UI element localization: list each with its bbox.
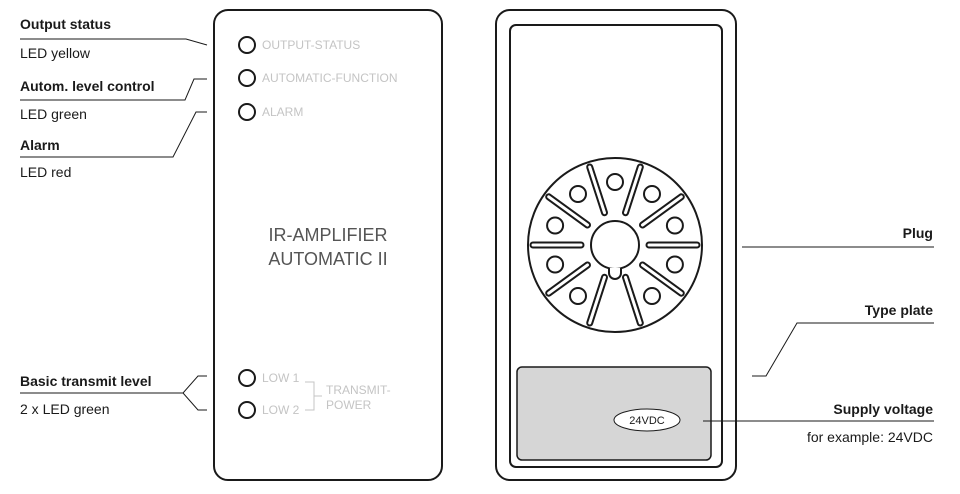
type-plate-leader (752, 322, 934, 377)
plug-label: Plug (903, 225, 933, 241)
output-status-title: Output status (20, 16, 111, 32)
plug-pin-slot (641, 195, 683, 227)
led-low2-label: LOW 2 (262, 403, 300, 417)
alarm-leader (20, 111, 207, 158)
plug-pin-slot (588, 165, 606, 215)
autom-level-sub: LED green (20, 106, 87, 122)
basic-transmit-bracket (182, 375, 207, 411)
led-low2 (238, 401, 256, 419)
type-plate-label: Type plate (865, 302, 933, 318)
plug-pin-hole (665, 216, 684, 235)
plug-pin-hole (546, 216, 565, 235)
alarm-sub: LED red (20, 164, 71, 180)
front-panel (213, 9, 443, 481)
type-plate (516, 366, 712, 461)
led-automatic-function (238, 69, 256, 87)
plug-pin-slot (624, 165, 642, 215)
led-low1 (238, 369, 256, 387)
led-low1-label: LOW 1 (262, 371, 300, 385)
plug-pin-hole (665, 255, 684, 274)
panel-title-line2: AUTOMATIC II (268, 249, 387, 269)
supply-voltage-sub: for example: 24VDC (807, 429, 933, 445)
led-alarm (238, 103, 256, 121)
autom-level-leader (20, 78, 207, 101)
transmit-power-line2: POWER (326, 398, 372, 412)
panel-title-line1: IR-AMPLIFIER (268, 225, 387, 245)
plug-socket (527, 157, 703, 333)
led-alarm-label: ALARM (262, 105, 303, 119)
plug-key-notch (608, 268, 622, 280)
plug-pin-hole (546, 255, 565, 274)
transmit-power-line1: TRANSMIT- (326, 383, 391, 397)
plug-pin-hole (606, 173, 624, 191)
led-automatic-function-label: AUTOMATIC-FUNCTION (262, 71, 398, 85)
plug-pin-hole (569, 185, 587, 203)
plug-pins (529, 163, 701, 327)
autom-level-title: Autom. level control (20, 78, 155, 94)
plug-pin-slot (624, 275, 642, 325)
plug-pin-slot (641, 263, 683, 295)
led-output-status (238, 36, 256, 54)
basic-transmit-sub: 2 x LED green (20, 401, 110, 417)
plug-pin-hole (569, 287, 587, 305)
plug-pin-slot (588, 275, 606, 325)
output-status-leader (20, 38, 208, 46)
output-status-sub: LED yellow (20, 45, 91, 61)
plug-pin-hole (643, 287, 661, 305)
plug-center-hole (590, 220, 640, 270)
alarm-title: Alarm (20, 137, 60, 153)
plug-pin-hole (643, 185, 661, 203)
basic-transmit-title: Basic transmit level (20, 373, 152, 389)
plug-pin-slot (547, 263, 589, 295)
supply-voltage-label: Supply voltage (833, 401, 933, 417)
voltage-badge-text: 24VDC (629, 415, 665, 427)
plug-pin-slot (547, 195, 589, 227)
led-output-status-label: OUTPUT-STATUS (262, 38, 360, 52)
voltage-badge (613, 408, 681, 432)
